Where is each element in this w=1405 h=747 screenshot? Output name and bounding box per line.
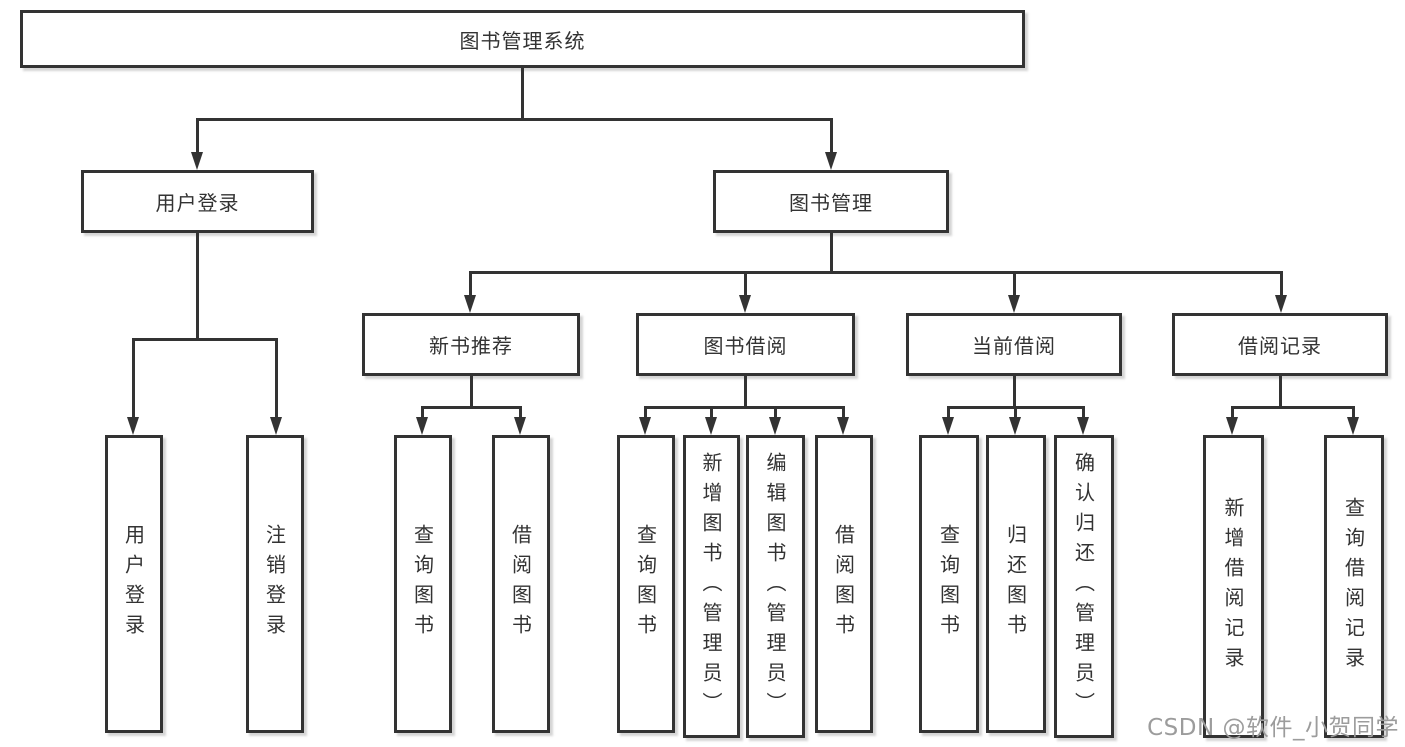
connector-line [196,233,199,338]
node-leaf-user-login-label: 用户登录 [121,524,146,644]
arrowhead-down-icon [1008,295,1020,313]
node-leaf-borrow-book-1-label: 借阅图书 [508,524,533,644]
arrowhead-down-icon [1009,417,1021,435]
arrowhead-down-icon [416,417,428,435]
node-leaf-borrow-book-2-label: 借阅图书 [831,524,856,644]
arrowhead-down-icon [514,417,526,435]
connector-line [1352,406,1355,420]
connector-line [1013,271,1016,297]
node-book-borrow: 图书借阅 [636,313,855,376]
node-user-login-label: 用户登录 [155,191,240,215]
node-leaf-return-book-label: 归还图书 [1003,524,1028,644]
connector-line [1279,376,1282,409]
node-leaf-logout: 注销登录 [246,435,304,733]
connector-line [1231,406,1234,420]
node-leaf-add-book-label: 新增图书（管理员） [699,451,723,722]
node-leaf-edit-book-label: 编辑图书（管理员） [763,451,787,722]
arrowhead-down-icon [837,417,849,435]
connector-line [830,233,833,274]
connector-line [710,406,713,420]
node-borrow-records: 借阅记录 [1172,313,1388,376]
node-book-borrow-label: 图书借阅 [703,334,788,358]
arrowhead-down-icon [942,417,954,435]
node-leaf-query-book-3: 查询图书 [919,435,979,733]
arrowhead-down-icon [127,417,139,435]
connector-line [842,406,845,420]
connector-line [421,406,522,409]
connector-line [1014,406,1017,420]
connector-line [830,118,833,154]
node-leaf-confirm-return: 确认归还（管理员） [1054,435,1114,738]
node-leaf-confirm-return-label: 确认归还（管理员） [1071,451,1096,722]
arrowhead-down-icon [1077,417,1089,435]
node-leaf-query-book-1-label: 查询图书 [410,524,435,644]
connector-line [469,271,472,297]
node-leaf-query-book-1: 查询图书 [394,435,452,733]
node-leaf-query-book-3-label: 查询图书 [936,524,961,644]
node-leaf-add-book: 新增图书（管理员） [683,435,740,738]
node-leaf-user-login: 用户登录 [105,435,163,733]
connector-line [521,68,524,121]
node-leaf-query-record: 查询借阅记录 [1324,435,1384,738]
node-leaf-add-record-label: 新增借阅记录 [1221,496,1245,677]
node-leaf-logout-label: 注销登录 [262,524,287,644]
node-leaf-edit-book: 编辑图书（管理员） [746,435,805,738]
node-leaf-borrow-book-1: 借阅图书 [492,435,550,733]
node-new-book-recommend: 新书推荐 [362,313,580,376]
node-book-management-label: 图书管理 [789,191,873,215]
arrowhead-down-icon [825,152,837,170]
node-leaf-return-book: 归还图书 [986,435,1046,733]
arrowhead-down-icon [1275,295,1287,313]
connector-line [644,406,647,420]
node-borrow-records-label: 借阅记录 [1238,334,1322,358]
connector-line [744,376,747,409]
node-user-login: 用户登录 [81,170,314,233]
arrowhead-down-icon [464,295,476,313]
arrowhead-down-icon [705,417,717,435]
connector-line [1082,406,1085,420]
node-root: 图书管理系统 [20,10,1025,68]
connector-line [275,338,278,419]
arrowhead-down-icon [769,417,781,435]
connector-line [774,406,777,420]
arrowhead-down-icon [191,152,203,170]
node-leaf-query-book-2: 查询图书 [617,435,675,733]
node-root-label: 图书管理系统 [459,28,586,53]
node-leaf-query-book-2-label: 查询图书 [633,524,658,644]
node-current-borrow-label: 当前借阅 [972,334,1056,358]
node-leaf-query-record-label: 查询借阅记录 [1341,496,1366,677]
connector-line [421,406,424,420]
arrowhead-down-icon [639,417,651,435]
arrowhead-down-icon [1347,417,1359,435]
arrowhead-down-icon [1226,417,1238,435]
connector-line [132,338,278,341]
node-current-borrow: 当前借阅 [906,313,1122,376]
connector-line [196,118,833,121]
arrowhead-down-icon [270,417,282,435]
connector-line [470,376,473,409]
csdn-watermark: CSDN @软件_小贺同学 [1147,715,1399,741]
connector-line [1280,271,1283,297]
node-leaf-borrow-book-2: 借阅图书 [815,435,873,733]
connector-line [744,271,747,297]
arrowhead-down-icon [739,295,751,313]
connector-line [947,406,950,420]
connector-line [469,271,1283,274]
connector-line [519,406,522,420]
connector-line [196,118,199,154]
node-book-management: 图书管理 [713,170,949,233]
connector-line [1013,376,1016,409]
connector-line [644,406,845,409]
node-leaf-add-record: 新增借阅记录 [1203,435,1264,738]
node-new-book-recommend-label: 新书推荐 [429,334,513,358]
connector-line [132,338,135,419]
connector-line [1231,406,1355,409]
